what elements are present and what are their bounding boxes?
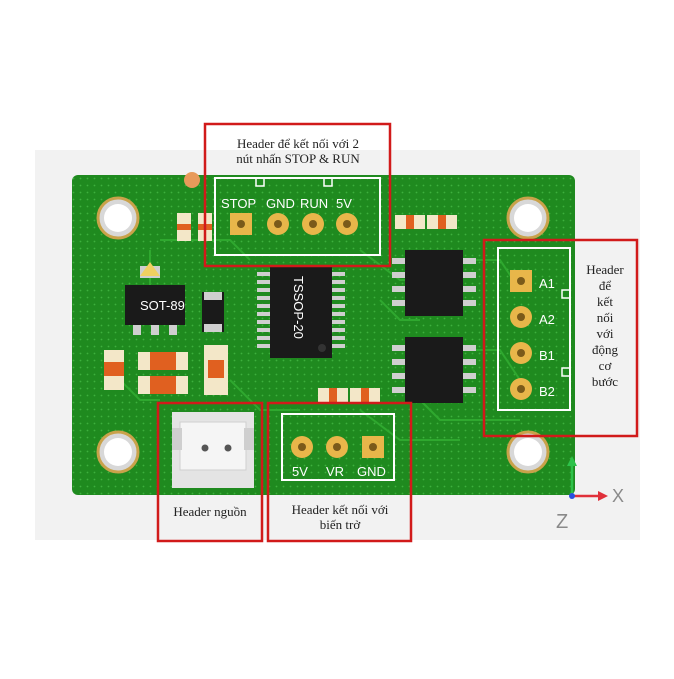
smd-parts-left (104, 345, 228, 395)
callout-right-line-7: cơ (598, 358, 612, 373)
pin-label-b2: B2 (539, 384, 555, 399)
tssop20-label: TSSOP-20 (291, 276, 306, 339)
callout-right-line-4: nối (596, 310, 614, 325)
pin-label-gnd-top: GND (266, 196, 295, 211)
pin-label-5v-top: 5V (336, 196, 352, 211)
motor-header-outline (497, 247, 571, 411)
pin-label-run: RUN (300, 196, 328, 211)
pot-header-outline (281, 413, 395, 481)
axis-label-z: Z (556, 511, 568, 533)
callout-pot-text: Header kết nối với biến trở (270, 502, 410, 532)
pin-label-b1: B1 (539, 348, 555, 363)
callout-top-text: Header để kết nối với 2 nút nhấn STOP & … (208, 136, 388, 166)
motor-header-pads (510, 270, 532, 400)
callout-right-text: Header để kết nối với động cơ bước (574, 262, 636, 390)
callout-right-line-5: với (596, 326, 614, 341)
callout-top-line-1: Header để kết nối với 2 (236, 136, 360, 151)
top-header-pads (230, 213, 358, 235)
pin-label-5v-bottom: 5V (292, 464, 308, 479)
callout-right-line-3: kết (597, 294, 613, 309)
mosfet-chips (392, 250, 476, 403)
pin-label-stop: STOP (221, 196, 256, 211)
callout-pot-line-2: biến trở (319, 517, 361, 532)
mounting-holes (96, 196, 550, 474)
callout-right-line-6: động (592, 342, 618, 357)
axis-indicator (567, 456, 608, 501)
pin-label-a1: A1 (539, 276, 555, 291)
callout-box-power (156, 401, 264, 543)
pin-label-gnd-bottom: GND (357, 464, 386, 479)
top-header-outline (214, 177, 381, 256)
axis-label-x: X (612, 486, 624, 506)
callout-box-right (482, 238, 639, 438)
callout-power-text: Header nguồn (173, 504, 247, 519)
tssop20-chip (257, 266, 345, 358)
callout-right-line-8: bước (591, 374, 619, 389)
callout-top-line-2: nút nhấn STOP & RUN (236, 151, 360, 166)
pin-label-vr: VR (326, 464, 344, 479)
sot89-regulator (125, 262, 185, 335)
diode-component (202, 292, 224, 332)
callout-right-line-2: để (598, 278, 612, 293)
pin-label-a2: A2 (539, 312, 555, 327)
fiducial-mark (184, 172, 200, 188)
sot89-label: SOT-89 (140, 298, 185, 313)
smd-resistors-bottom (318, 388, 380, 402)
callout-box-pot (266, 401, 413, 543)
pot-header-pads (291, 436, 384, 458)
callout-boxes (156, 122, 639, 543)
callout-box-top (203, 122, 392, 268)
callout-right-line-1: Header (586, 262, 624, 277)
callout-pot-line-1: Header kết nối với (291, 502, 389, 517)
power-connector (172, 412, 254, 488)
